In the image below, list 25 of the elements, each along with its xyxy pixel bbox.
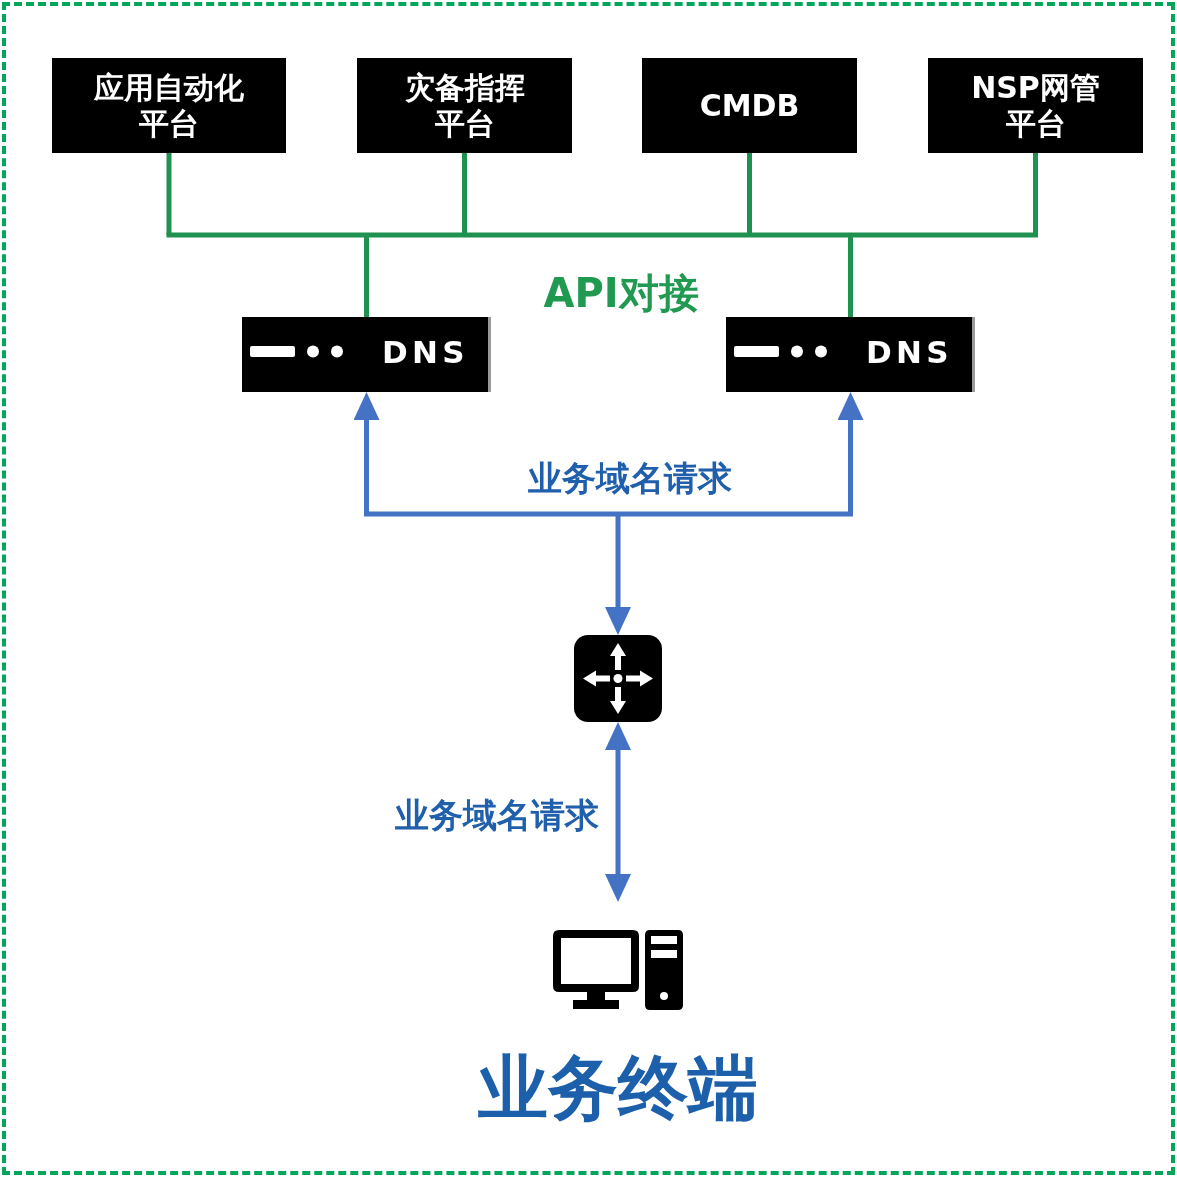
arrow <box>353 392 380 514</box>
dns-server-box <box>726 317 975 392</box>
dns-label: DNS <box>382 333 470 371</box>
arrow <box>605 514 631 635</box>
connector-line <box>364 511 853 517</box>
platform-label: 应用自动化平台 <box>93 69 245 142</box>
platform-box <box>642 58 857 153</box>
bus-label: API对接 <box>543 269 699 317</box>
platform-box <box>52 58 286 153</box>
connector-line <box>166 153 172 235</box>
connector-line <box>1033 153 1038 235</box>
edge-label: 业务域名请求 <box>528 458 732 498</box>
connector-line <box>747 153 752 235</box>
dns-server-box <box>242 317 491 392</box>
dns-label: DNS <box>866 333 954 371</box>
arrow <box>605 722 631 902</box>
platform-box <box>357 58 572 153</box>
platform-label: CMDB <box>698 87 801 124</box>
terminal-label: 业务终端 <box>478 1050 758 1126</box>
arrow <box>837 392 864 514</box>
edge-label: 业务域名请求 <box>395 795 599 835</box>
platform-box <box>928 58 1143 153</box>
connector-line <box>364 235 369 317</box>
platform-label: NSP网管平台 <box>970 69 1101 142</box>
platform-label: 灾备指挥平台 <box>403 69 526 142</box>
